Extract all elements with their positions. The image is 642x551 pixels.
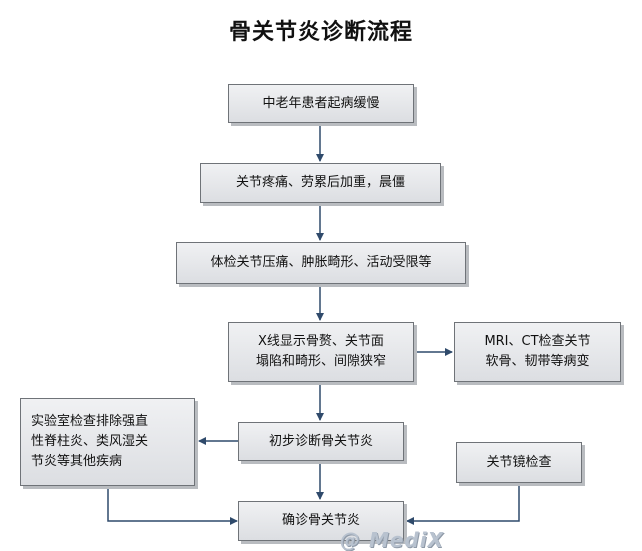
node-onset: 中老年患者起病缓慢 [228, 84, 414, 123]
node-pain: 关节疼痛、劳累后加重，晨僵 [200, 163, 441, 203]
node-xray-label: X线显示骨赘、关节面 塌陷和畸形、间隙狭窄 [255, 334, 386, 369]
watermark-logo: @ MediX [340, 528, 445, 551]
node-arthroscopy: 关节镜检查 [456, 442, 582, 483]
node-onset-label: 中老年患者起病缓慢 [262, 95, 380, 111]
node-pain-label: 关节疼痛、劳累后加重，晨僵 [235, 175, 405, 190]
arrow-lab-to-confirm [107, 486, 238, 525]
node-arthroscopy-label: 关节镜检查 [486, 454, 552, 470]
node-initial: 初步诊断骨关节炎 [238, 422, 404, 461]
diagram-title: 骨关节炎诊断流程 [228, 20, 413, 45]
node-initial-label: 初步诊断骨关节炎 [268, 433, 373, 449]
node-mri: MRI、CT检查关节 软骨、韧带等病变 [454, 322, 621, 382]
node-lab-label: 实验室检查排除强直 性脊柱炎、类风湿关 节炎等其他疾病 [31, 414, 149, 469]
node-xray: X线显示骨赘、关节面 塌陷和畸形、间隙狭窄 [228, 322, 414, 382]
node-confirm-label: 确诊骨关节炎 [281, 513, 360, 528]
node-lab: 实验室检查排除强直 性脊柱炎、类风湿关 节炎等其他疾病 [20, 398, 195, 486]
node-confirm: 确诊骨关节炎 [238, 501, 404, 541]
node-mri-label: MRI、CT检查关节 软骨、韧带等病变 [484, 334, 591, 369]
node-exam: 体检关节压痛、肿胀畸形、活动受限等 [176, 242, 466, 284]
arrow-arthroscopy-to-confirm [406, 483, 520, 525]
node-exam-label: 体检关节压痛、肿胀畸形、活动受限等 [210, 255, 432, 270]
